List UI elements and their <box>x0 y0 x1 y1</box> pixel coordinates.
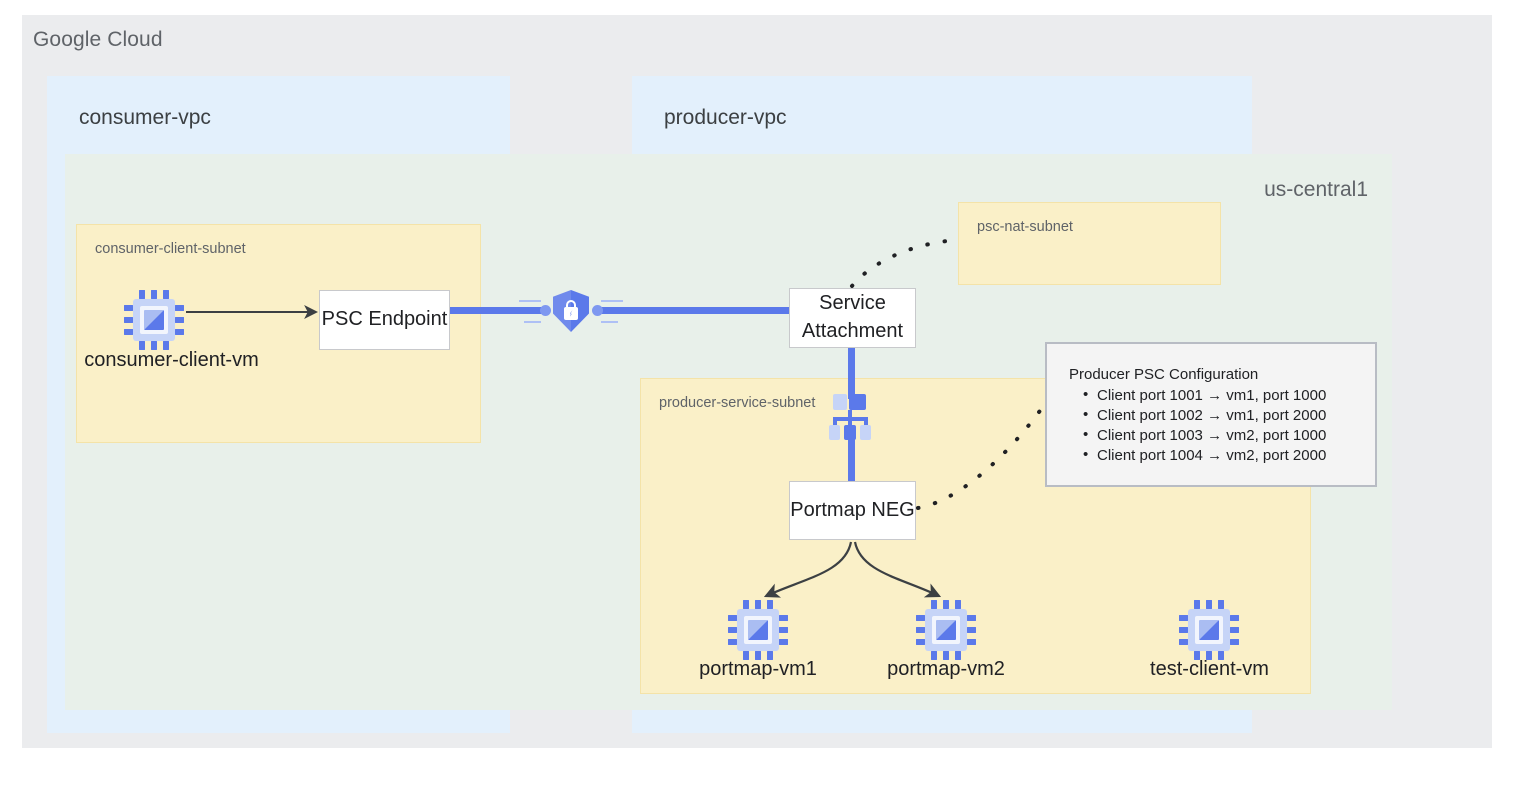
psc-tick <box>519 300 541 302</box>
psc-connector-nub-left <box>540 305 551 316</box>
psc-tick <box>524 321 541 323</box>
psc-link-left <box>450 307 546 314</box>
psc-tick <box>601 300 623 302</box>
subnet-label: psc-nat-subnet <box>977 219 1073 235</box>
shield-lock-icon <box>553 290 589 332</box>
vpc-producer-label: producer-vpc <box>664 106 787 129</box>
page-title: Google Cloud <box>33 28 163 51</box>
subnet-psc-nat-subnet: psc-nat-subnet <box>958 202 1221 285</box>
load-balancer-icon <box>827 394 879 440</box>
vm-consumer-client-vm-label: consumer-client-vm <box>84 349 259 371</box>
node-psc-endpoint[interactable]: PSC Endpoint <box>319 290 450 350</box>
callout-title: Producer PSC Configuration <box>1069 366 1259 383</box>
psc-link-right <box>596 307 790 314</box>
psc-tick <box>601 321 618 323</box>
vm-portmap-vm2-icon <box>916 600 976 660</box>
subnet-label: consumer-client-subnet <box>95 241 246 257</box>
callout-item: Client port 1004 → vm2, port 2000 <box>1083 445 1375 466</box>
region-label: us-central1 <box>1264 178 1368 201</box>
psc-connector-nub-right <box>592 305 603 316</box>
vm-test-client-vm-label: test-client-vm <box>1150 658 1269 680</box>
node-label: PSC Endpoint <box>321 308 448 331</box>
vm-test-client-vm-icon <box>1179 600 1239 660</box>
lb-to-neg-link <box>848 434 855 484</box>
callout-list: Client port 1001 → vm1, port 1000 Client… <box>1069 385 1375 466</box>
callout-item: Client port 1001 → vm1, port 1000 <box>1083 385 1375 406</box>
node-label: Portmap NEG <box>790 498 915 521</box>
node-portmap-neg[interactable]: Portmap NEG <box>789 481 916 540</box>
subnet-label: producer-service-subnet <box>659 395 816 411</box>
vm-portmap-vm2-label: portmap-vm2 <box>887 658 1005 680</box>
vpc-consumer-label: consumer-vpc <box>79 106 211 129</box>
callout-item: Client port 1002 → vm1, port 2000 <box>1083 405 1375 426</box>
vm-portmap-vm1-label: portmap-vm1 <box>699 658 817 680</box>
producer-psc-configuration-callout: Producer PSC Configuration Client port 1… <box>1045 342 1377 487</box>
callout-item: Client port 1003 → vm2, port 1000 <box>1083 425 1375 446</box>
vm-portmap-vm1-icon <box>728 600 788 660</box>
vm-consumer-client-vm-icon <box>124 290 184 350</box>
sa-to-lb-link <box>848 347 855 399</box>
